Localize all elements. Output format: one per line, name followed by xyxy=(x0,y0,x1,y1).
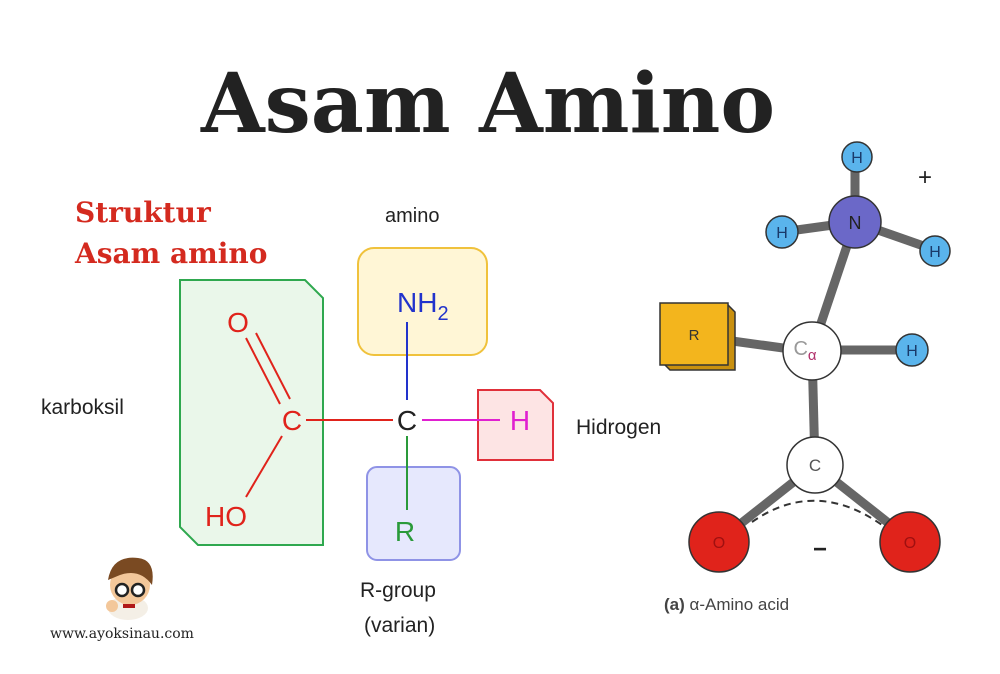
hydroxyl-bond xyxy=(245,435,283,498)
page-title: Asam Amino xyxy=(200,56,775,152)
carbon-label: C xyxy=(809,456,821,475)
r-cube-label: R xyxy=(689,327,700,344)
oxygen-label: O xyxy=(713,535,725,552)
negative-charge: − xyxy=(813,536,827,563)
mascot-logo xyxy=(106,557,153,620)
nitrogen-label: N xyxy=(849,213,862,233)
hydrogen-label: H xyxy=(906,343,918,360)
nh2-label: NH2 xyxy=(397,287,449,325)
structure-heading-line1: Struktur xyxy=(75,196,212,229)
double-bond-a xyxy=(245,337,281,405)
hydrogen-ball-top xyxy=(841,141,873,173)
rgroup-label-line2: (varian) xyxy=(364,614,435,637)
r-cube: R xyxy=(659,302,736,371)
alpha-carbon-label: Cα xyxy=(793,338,816,364)
carboxyl-carbon: C xyxy=(282,405,302,436)
nitrogen-ball xyxy=(828,195,882,249)
oxygen-ball-left xyxy=(688,511,750,573)
resonance-dashes xyxy=(751,499,883,526)
model-caption: (a) α-Amino acid xyxy=(664,595,789,614)
hydrogen-box xyxy=(477,389,554,461)
amino-label: amino xyxy=(385,205,439,227)
hydrogen-ball-right xyxy=(919,235,951,267)
karboksil-label: karboksil xyxy=(41,396,124,419)
carboxyl-box xyxy=(179,279,324,546)
hydrogen-label: H xyxy=(929,244,941,261)
central-carbon: C xyxy=(397,405,417,436)
double-bond-b xyxy=(255,332,291,400)
hydrogen-ball-left xyxy=(765,215,799,249)
rgroup-label-line1: R-group xyxy=(360,579,436,602)
ball-stick-model: N H H H R Cα H C O O + − xyxy=(659,141,951,573)
hydrogen-ball-alpha xyxy=(895,333,929,367)
hydrogen-label: H xyxy=(851,150,863,167)
rgroup-box xyxy=(366,466,461,561)
website-label: www.ayoksinau.com xyxy=(50,626,194,642)
hydrogen-label: H xyxy=(776,225,788,242)
hidrogen-label: Hidrogen xyxy=(576,416,661,439)
oxygen-ball-right xyxy=(879,511,941,573)
carboxyl-hydroxyl: HO xyxy=(205,501,247,532)
hydrogen-atom: H xyxy=(510,405,530,436)
alpha-carbon-ball xyxy=(782,321,842,381)
oxygen-label: O xyxy=(904,535,916,552)
r-atom: R xyxy=(395,516,415,547)
positive-charge: + xyxy=(918,164,932,191)
carboxyl-oxygen: O xyxy=(227,307,249,338)
amino-box xyxy=(357,247,488,356)
carbon-ball xyxy=(786,436,844,494)
structure-heading-line2: Asam amino xyxy=(74,237,267,270)
